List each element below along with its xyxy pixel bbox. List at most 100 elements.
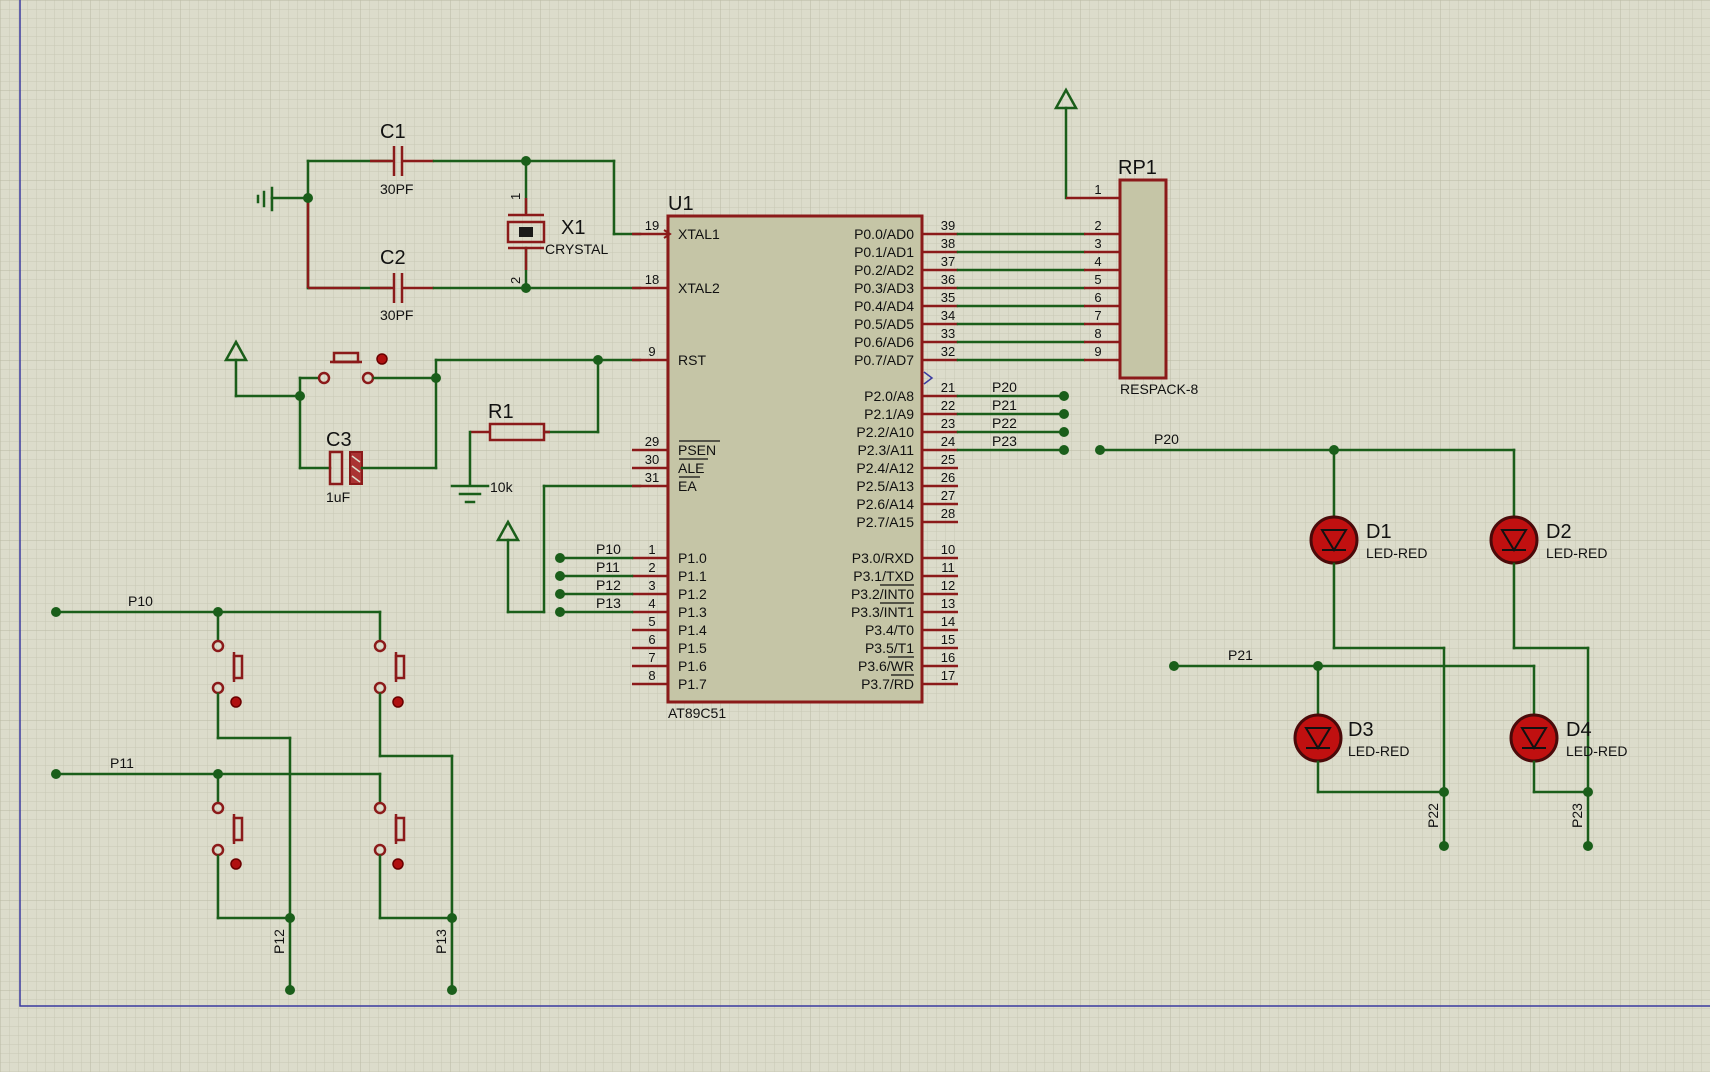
u1-pin-number: 26	[941, 470, 955, 485]
p2-stub-terminal[interactable]	[1059, 427, 1069, 437]
p1-stub-terminal[interactable]	[555, 553, 565, 563]
net-label-p13: P13	[433, 929, 449, 954]
u1-pin-number: 39	[941, 218, 955, 233]
u1-pin-label: P2.3/A11	[857, 442, 914, 458]
capacitor-c3[interactable]: C3 1uF	[298, 429, 438, 505]
capacitor-c2[interactable]: C2 30PF	[370, 247, 434, 323]
sheet-border	[19, 0, 1710, 1007]
net-label-p10-stub: P10	[596, 541, 621, 557]
u1-pin-number: 25	[941, 452, 955, 467]
x1-pin-2: 2	[508, 277, 523, 284]
net-label-p12: P12	[271, 929, 287, 954]
net-label-p11-stub: P11	[596, 559, 620, 575]
u1-pin-number: 16	[941, 650, 955, 665]
u1-pin-label: P2.7/A15	[856, 514, 914, 530]
d1-ref: D1	[1366, 521, 1392, 543]
rp1-pin-number: 3	[1094, 236, 1101, 251]
p1-stub-terminal[interactable]	[555, 571, 565, 581]
u1-pin-label: P3.3/INT1	[851, 604, 914, 620]
u1-part: AT89C51	[668, 705, 726, 721]
u1-pin-number: 31	[645, 470, 659, 485]
u1-pin-number: 35	[941, 290, 955, 305]
u1-pin-number: 5	[648, 614, 655, 629]
u1-pin-number: 29	[645, 434, 659, 449]
key-button-1[interactable]	[211, 610, 244, 740]
r1-ref: R1	[488, 401, 514, 423]
u1-pin-label: P0.4/AD4	[854, 298, 914, 314]
crystal-x1[interactable]: 1 2 X1 CRYSTAL	[506, 193, 608, 284]
u1-pin-label: P2.5/A13	[856, 478, 914, 494]
x1-ref: X1	[561, 217, 585, 239]
u1-pin-number: 37	[941, 254, 955, 269]
r1-value: 10k	[490, 479, 514, 495]
xtal1-arrow	[663, 229, 672, 239]
u1-pin-number: 30	[645, 452, 659, 467]
rp1-body[interactable]	[1118, 178, 1168, 380]
u1-pin-number: 4	[648, 596, 655, 611]
u1-pin-label: P2.0/A8	[864, 388, 914, 404]
resistor-r1[interactable]: R1 10k	[470, 401, 600, 495]
u1-pin-label: P1.0	[678, 550, 707, 566]
u1-pin-number: 13	[941, 596, 955, 611]
u1-pin-number: 27	[941, 488, 955, 503]
key-button-4[interactable]	[373, 772, 406, 920]
u1-pin-label: P1.5	[678, 640, 707, 656]
u1-pin-label: RST	[678, 352, 706, 368]
u1-pin-number: 19	[645, 218, 659, 233]
u1-pin-number: 12	[941, 578, 955, 593]
u1-pin-number: 22	[941, 398, 955, 413]
chip-u1[interactable]: U1 AT89C51 19XTAL118XTAL29RST29PSEN30ALE…	[632, 193, 958, 721]
power-terminal-reset	[223, 339, 249, 398]
p2-stub-terminal[interactable]	[1059, 391, 1069, 401]
capacitor-c1[interactable]: C1 30PF	[370, 121, 434, 197]
p2-stub-terminal[interactable]	[1059, 445, 1069, 455]
x1-pin-1: 1	[508, 193, 523, 200]
u1-left-pins: 19XTAL118XTAL29RST29PSEN30ALE31EA1P1.02P…	[632, 218, 720, 692]
p1-stub-terminal[interactable]	[555, 607, 565, 617]
key-button-2[interactable]	[373, 610, 406, 758]
u1-pin-number: 7	[648, 650, 655, 665]
net-label-p11: P11	[110, 755, 134, 771]
key-button-3[interactable]	[211, 772, 244, 920]
u1-pin-number: 6	[648, 632, 655, 647]
u1-pin-label: P1.2	[678, 586, 707, 602]
u1-right-pins: 39P0.0/AD038P0.1/AD137P0.2/AD236P0.3/AD3…	[851, 218, 958, 692]
u1-pin-number: 8	[648, 668, 655, 683]
c2-value: 30PF	[380, 307, 413, 323]
rp1-pin-number: 5	[1094, 272, 1101, 287]
p1-stub-terminal[interactable]	[555, 589, 565, 599]
net-label-p21-stub: P21	[992, 397, 1017, 413]
key-matrix[interactable]: P10 P11	[51, 593, 457, 995]
u1-pin-label: P0.0/AD0	[854, 226, 914, 242]
u1-pin-label: P0.5/AD5	[854, 316, 914, 332]
u1-pin-label: P3.7/RD	[861, 676, 914, 692]
u1-pin-label: P0.2/AD2	[854, 262, 914, 278]
u1-pin-label: P1.3	[678, 604, 707, 620]
u1-pin-label: P3.1/TXD	[853, 568, 914, 584]
power-terminal-ea	[495, 519, 521, 614]
power-terminal-rp1	[1053, 87, 1079, 200]
reset-pushbutton[interactable]	[317, 351, 388, 385]
u1-body[interactable]	[666, 214, 924, 704]
led-d2[interactable]: D2 LED-RED	[1489, 515, 1607, 565]
net-label-p23: P23	[1569, 803, 1585, 828]
led-d1[interactable]: D1 LED-RED	[1309, 515, 1427, 565]
u1-pin-label: P3.5/T1	[865, 640, 914, 656]
net-label-p20-stub: P20	[992, 379, 1017, 395]
u1-pin-number: 9	[648, 344, 655, 359]
reset-circuit[interactable]: C3 1uF R1 10k	[223, 339, 642, 614]
p2-stub-terminal[interactable]	[1059, 409, 1069, 419]
c1-value: 30PF	[380, 181, 413, 197]
net-label-p10: P10	[128, 593, 153, 609]
u1-pin-number: 34	[941, 308, 955, 323]
rp1-pin-number: 2	[1094, 218, 1101, 233]
led-section[interactable]: P20 D1 LED-RED D2 LED-RED P21	[1095, 431, 1627, 851]
u1-pin-label: EA	[678, 478, 697, 494]
u1-pin-label: P3.6/WR	[858, 658, 914, 674]
u1-pin-number: 3	[648, 578, 655, 593]
oscillator-circuit[interactable]: C1 30PF C2 30PF 1 2 X1	[256, 121, 642, 323]
u1-pin-number: 38	[941, 236, 955, 251]
